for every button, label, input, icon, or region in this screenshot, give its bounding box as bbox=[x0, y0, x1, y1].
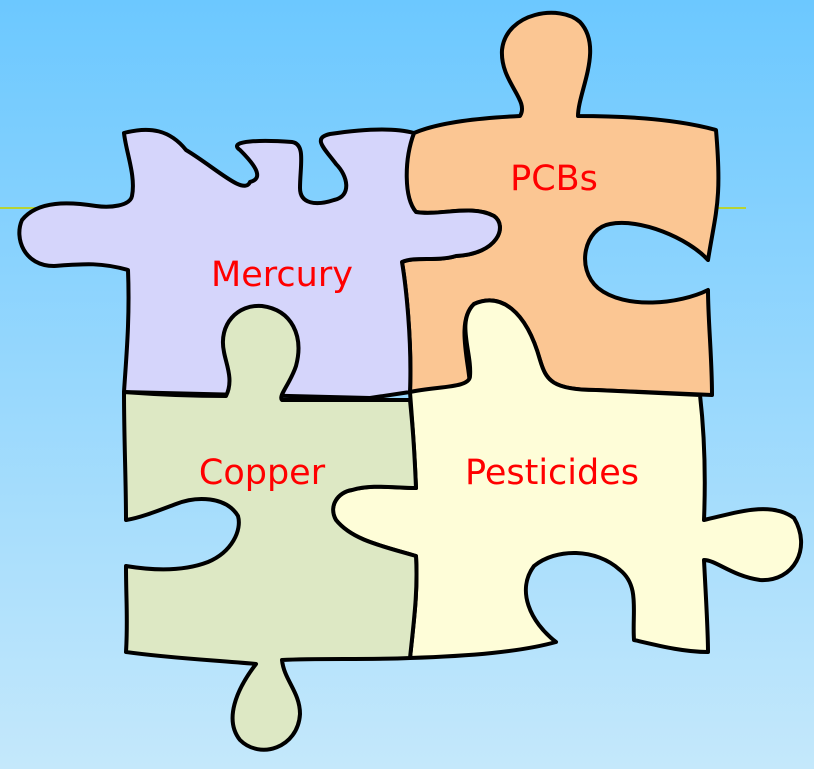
label-mercury: Mercury bbox=[211, 255, 353, 295]
label-copper: Copper bbox=[199, 453, 326, 493]
puzzle-piece-pcbs bbox=[402, 13, 718, 395]
label-pcbs: PCBs bbox=[510, 159, 598, 199]
label-pesticides: Pesticides bbox=[465, 453, 639, 493]
